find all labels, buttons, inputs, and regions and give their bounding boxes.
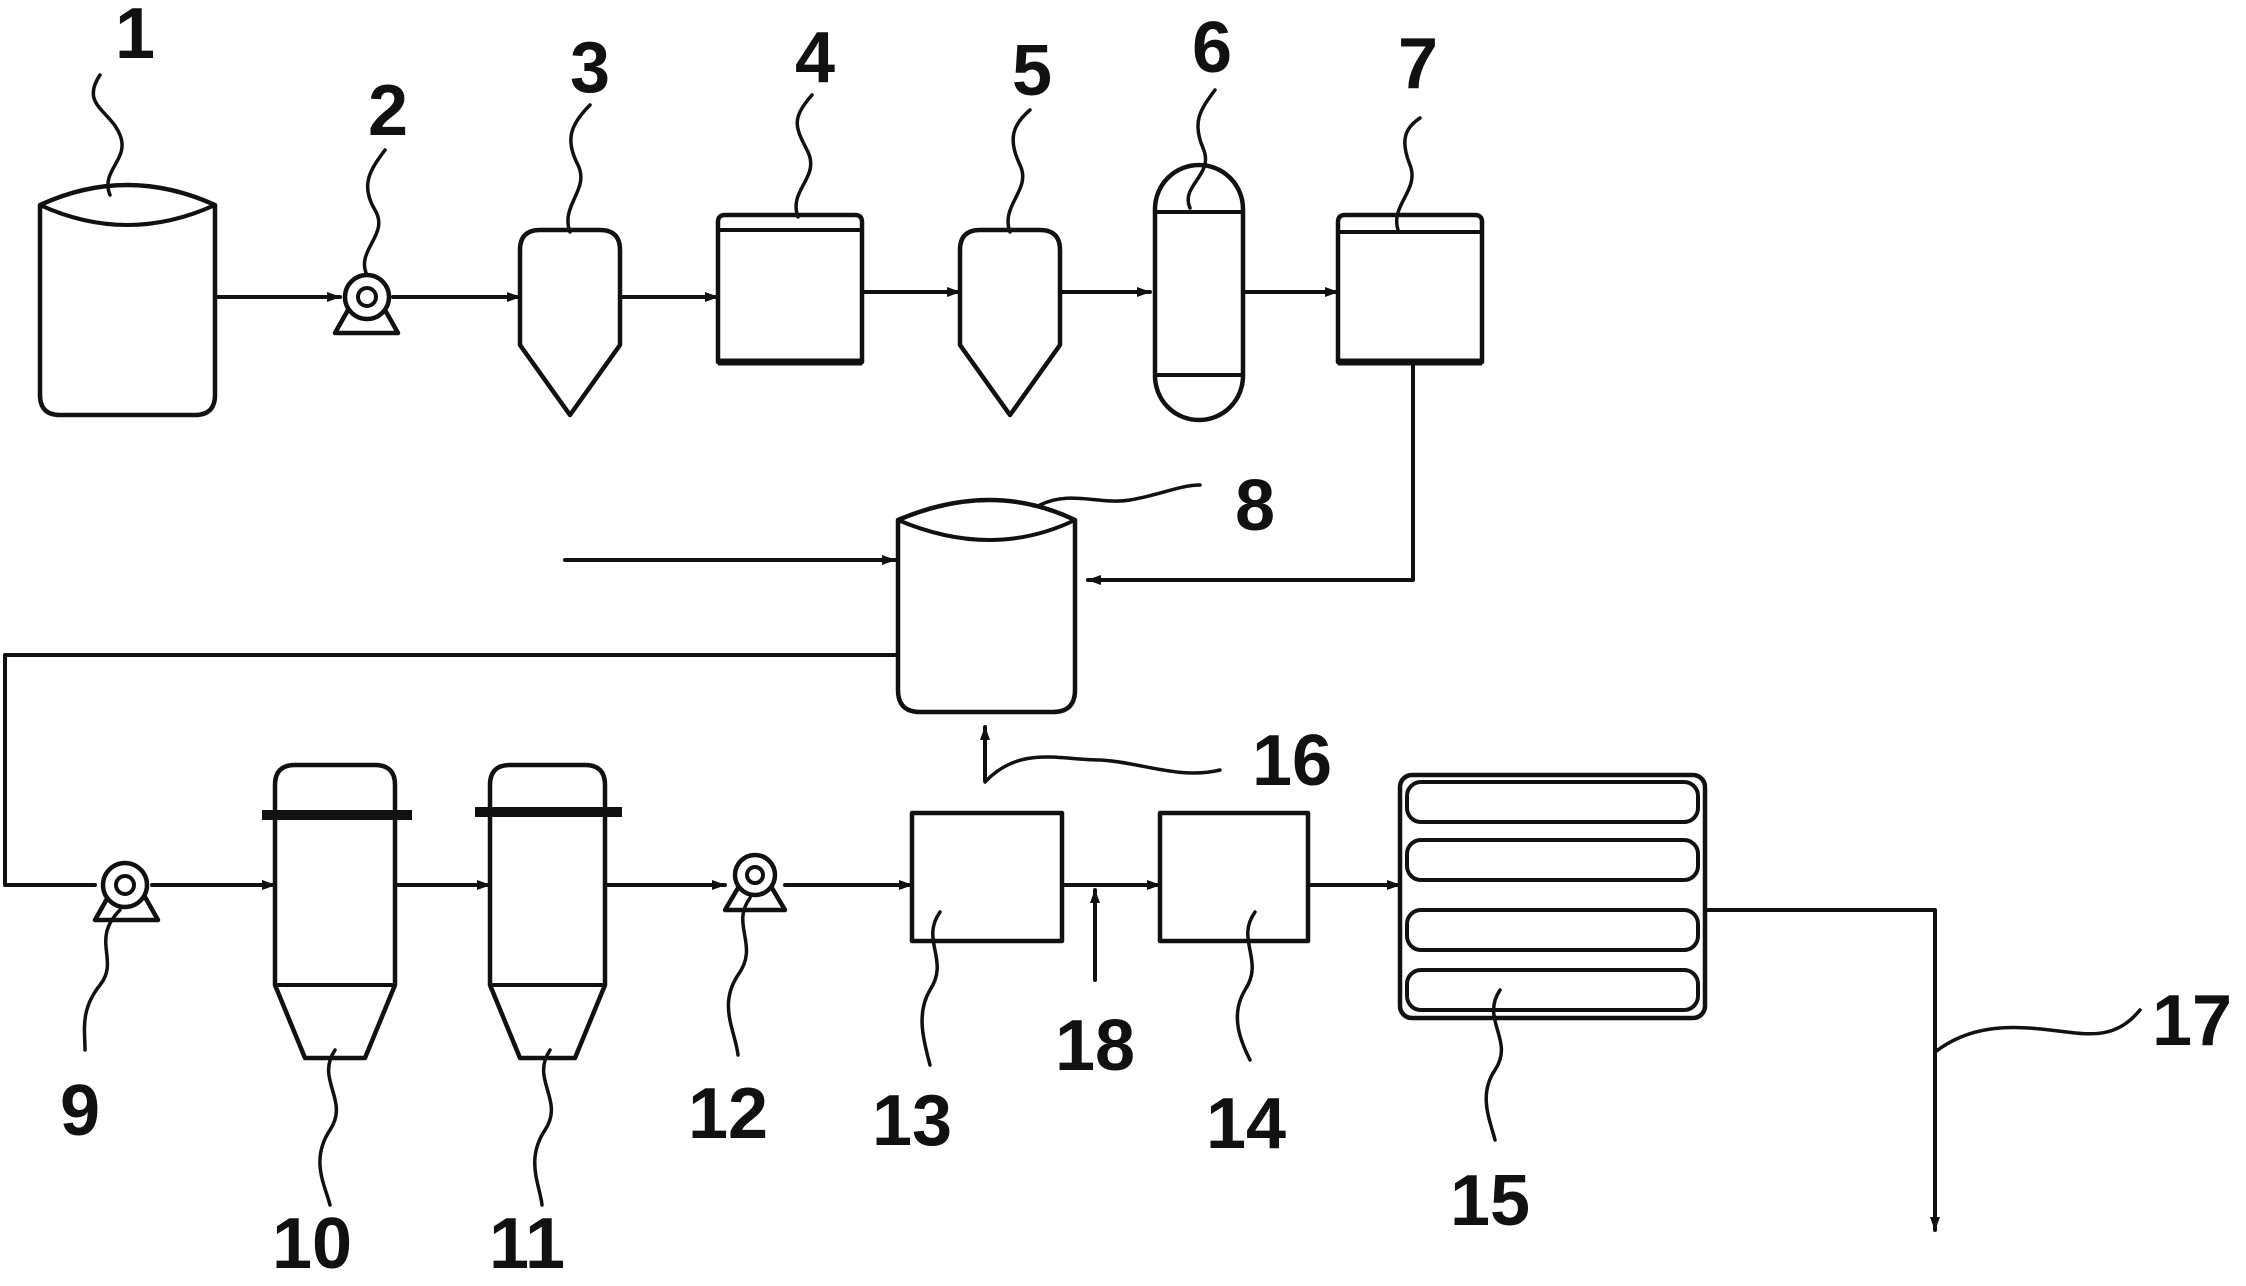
equipment-1-storage-tank	[37, 182, 218, 418]
label-17: 17	[2152, 981, 2232, 1061]
label-10: 10	[272, 1204, 352, 1284]
top-row-flow-lines	[213, 287, 1340, 302]
label-1: 1	[115, 0, 155, 74]
label-5: 5	[1012, 31, 1052, 111]
equipment-9-pump	[92, 860, 161, 923]
label-12: 12	[688, 1074, 768, 1154]
equipment-15-tray-stack	[1397, 772, 1708, 1021]
label-11: 11	[489, 1204, 565, 1284]
label-15: 15	[1450, 1161, 1530, 1241]
label-18: 18	[1055, 1006, 1135, 1086]
label-14: 14	[1206, 1084, 1286, 1164]
number-labels: 1 2 3 4 5 6 7 8 9 10 11 12 13 14 15 16 1…	[60, 0, 2232, 1284]
label-2: 2	[368, 71, 408, 151]
bottom-row-flow-lines	[150, 880, 1940, 1232]
equipment-10-settling-vessel	[262, 762, 412, 1061]
label-4: 4	[795, 18, 835, 98]
label-7: 7	[1398, 24, 1438, 104]
equipment-8-mixing-tank	[895, 497, 1078, 715]
equipment-3-cone-vessel	[517, 227, 623, 418]
equipment-4-box-unit	[715, 212, 865, 366]
label-13: 13	[872, 1081, 952, 1161]
label-16: 16	[1252, 721, 1332, 801]
equipment-11-settling-vessel	[475, 762, 622, 1061]
equipment-12-pump	[722, 852, 788, 913]
equipment-14-box-unit	[1157, 810, 1311, 944]
middle-flow-lines	[3, 360, 1415, 887]
equipment-5-cone-vessel	[957, 227, 1063, 418]
equipment-6-column	[1152, 162, 1246, 423]
equipment-7-box-unit	[1335, 212, 1485, 366]
equipment-2-pump	[332, 272, 401, 336]
label-6: 6	[1192, 8, 1232, 88]
label-9: 9	[60, 1071, 100, 1151]
leader-lines	[82, 73, 2142, 1207]
label-8: 8	[1235, 466, 1275, 546]
label-3: 3	[570, 28, 610, 108]
